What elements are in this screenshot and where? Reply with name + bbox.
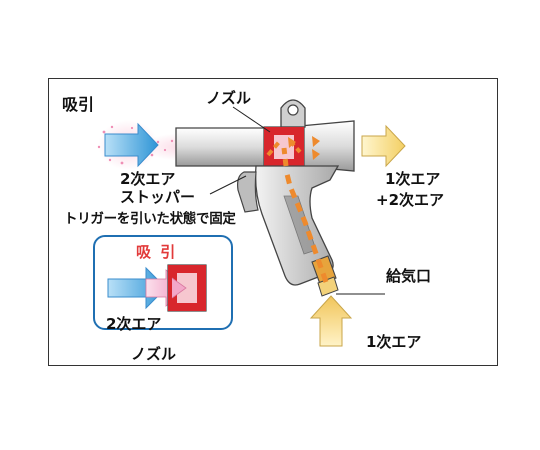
trigger-note-label: トリガーを引いた状態で固定 xyxy=(64,211,236,227)
primary-air-out-label: 1次エア xyxy=(385,170,441,188)
air-inlet-label: 給気口 xyxy=(386,267,432,285)
inset-secondary-air-label: 2次エア xyxy=(106,315,162,333)
outlet-barrel xyxy=(299,120,355,172)
leader-lines xyxy=(209,106,385,295)
trigger xyxy=(237,171,259,213)
inset-nozzle xyxy=(167,264,207,312)
output-air-arrow xyxy=(361,124,406,168)
secondary-air-arrow xyxy=(104,122,159,168)
primary-air-in-label: 1次エア xyxy=(366,333,422,351)
inset-title: 吸 引 xyxy=(136,243,178,261)
secondary-air-label: 2次エア xyxy=(120,170,176,188)
flow-arrowheads xyxy=(288,136,320,160)
stopper-label: ストッパー xyxy=(120,188,196,206)
primary-air-input-arrow xyxy=(309,295,353,347)
diagram-title: 吸引 xyxy=(62,95,95,114)
combined-air-out-label: +2次エア xyxy=(376,191,445,209)
inset-illustration xyxy=(107,264,207,312)
inset-caption: ノズル xyxy=(131,345,177,363)
inset-box xyxy=(93,235,233,330)
nozzle-barrel xyxy=(175,127,273,167)
nozzle-label: ノズル xyxy=(206,89,252,107)
inset-blue-arrow xyxy=(107,266,167,310)
